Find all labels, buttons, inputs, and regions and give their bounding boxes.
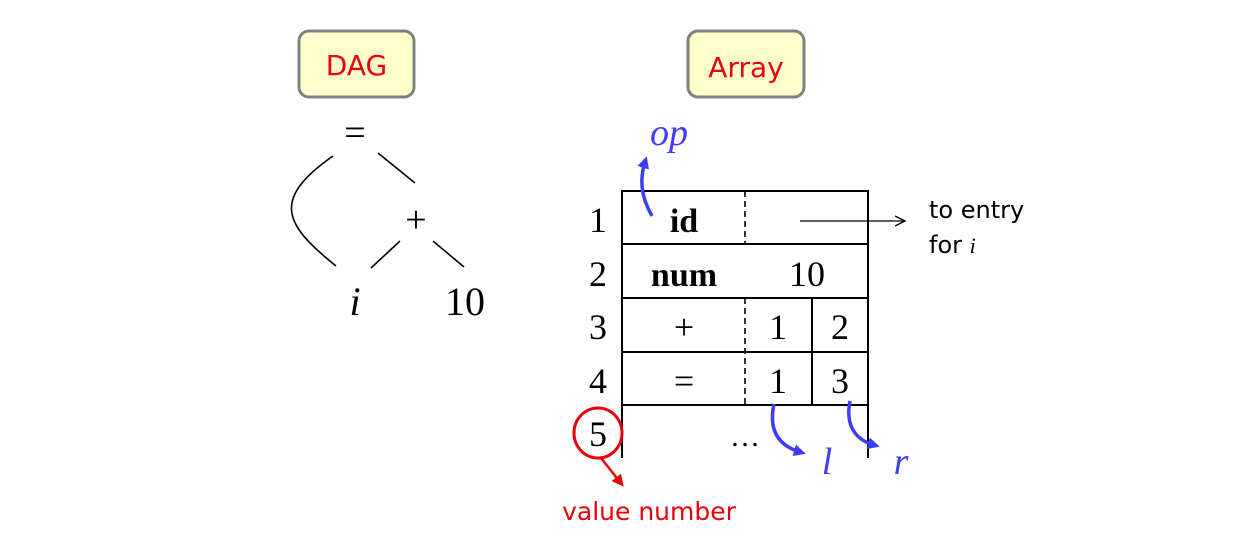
ellipsis: … xyxy=(730,420,760,453)
cell-left: 1 xyxy=(769,307,787,347)
cell-left: 1 xyxy=(769,361,787,401)
left-annotation: l xyxy=(770,403,833,483)
dag-edge-assign-i xyxy=(290,155,337,267)
cell-right: 2 xyxy=(831,307,849,347)
op-annotation: op xyxy=(637,112,688,217)
value-number-label: value number xyxy=(562,497,737,526)
row-index: 1 xyxy=(589,200,607,240)
dag-node-assign: = xyxy=(344,112,365,154)
right-annotation: r xyxy=(847,400,909,483)
dag-node-plus: + xyxy=(405,199,426,241)
pointer-text-var: i xyxy=(970,233,976,258)
value-number-circle xyxy=(572,406,624,460)
dag-label-box: DAG xyxy=(297,29,416,99)
array-label: Array xyxy=(708,51,783,84)
dag-edge-assign-plus xyxy=(377,152,416,184)
value-number-annotation: value number xyxy=(562,406,737,526)
row-index-next: 5 xyxy=(589,414,607,454)
pointer-text-line2: for i xyxy=(929,231,976,259)
array-table: 1 2 3 4 5 id num + = 10 1 2 1 3 … xyxy=(589,190,869,458)
dag-node-i: i xyxy=(349,279,360,324)
array-label-box: Array xyxy=(686,29,806,99)
cell-right: 3 xyxy=(831,361,849,401)
cell-op: num xyxy=(651,257,717,294)
dag-edge-plus-10 xyxy=(432,240,465,268)
dag-label: DAG xyxy=(326,49,387,82)
op-label: op xyxy=(650,112,688,154)
dag-edge-plus-i xyxy=(370,240,401,269)
cell-op: + xyxy=(674,307,694,347)
cell-arg: 10 xyxy=(789,254,825,294)
cell-op: = xyxy=(674,361,694,401)
right-label: r xyxy=(894,441,909,483)
row-index: 4 xyxy=(589,361,607,401)
dag-graph: = + i 10 xyxy=(290,112,485,324)
cell-op: id xyxy=(670,203,698,240)
row-index: 2 xyxy=(589,254,607,294)
left-label: l xyxy=(822,441,833,483)
row-index: 3 xyxy=(589,307,607,347)
dag-node-10: 10 xyxy=(445,279,485,324)
pointer-text-line1: to entry xyxy=(929,196,1024,224)
